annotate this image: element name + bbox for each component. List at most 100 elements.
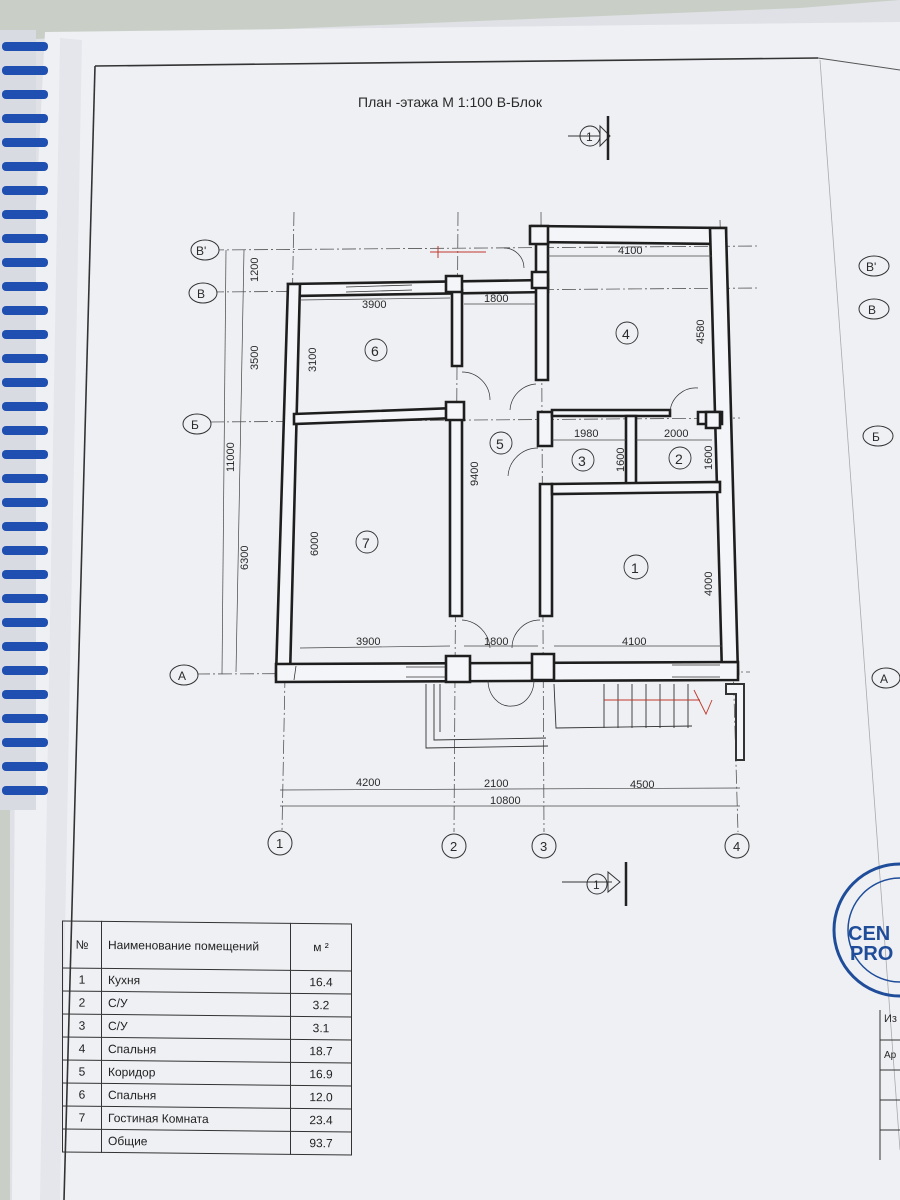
axis-bubbles-next-page: В' В Б А bbox=[858, 255, 900, 689]
room-markers: 1 2 3 4 5 6 7 bbox=[355, 321, 692, 580]
svg-text:А: А bbox=[178, 669, 186, 683]
svg-text:В: В bbox=[197, 287, 205, 301]
row-area: 23.4 bbox=[290, 1108, 352, 1133]
dim-4580: 4580 bbox=[695, 320, 707, 344]
room-schedule-table: № Наименование помещений м ² 1 Кухня 16.… bbox=[62, 920, 352, 1156]
svg-text:1: 1 bbox=[586, 130, 593, 144]
dim-2100: 2100 bbox=[484, 778, 508, 790]
svg-text:В': В' bbox=[196, 244, 206, 258]
dim-1600-left: 1600 bbox=[615, 448, 627, 472]
row-room-name: Общие bbox=[101, 1129, 291, 1155]
dim-2000: 2000 bbox=[664, 428, 688, 440]
table-row: 2 С/У 3.2 bbox=[62, 990, 352, 1018]
row-area: 16.4 bbox=[290, 970, 352, 995]
drawing-title: План -этажа М 1:100 В-Блок bbox=[358, 94, 543, 110]
company-stamp: CEN PRO bbox=[832, 862, 900, 998]
windows bbox=[293, 284, 720, 681]
row-room-name: Кухня bbox=[101, 968, 291, 994]
axis-bubble-4: 4 bbox=[724, 833, 750, 859]
walls bbox=[274, 224, 740, 684]
section-mark-top: 1 bbox=[568, 116, 611, 160]
room-number-3: 3 bbox=[578, 453, 586, 469]
table-total-row: Общие 93.7 bbox=[62, 1128, 352, 1156]
room-number-7: 7 bbox=[362, 535, 370, 551]
door-swings bbox=[461, 247, 699, 707]
section-mark-bottom: 1 bbox=[562, 862, 628, 906]
dim-11000: 11000 bbox=[225, 442, 237, 472]
room-number-6: 6 bbox=[371, 343, 379, 359]
row-area: 3.1 bbox=[290, 1016, 352, 1041]
title-block-fragment bbox=[879, 1010, 900, 1160]
header-room-name: Наименование помещений bbox=[101, 921, 291, 971]
dim-10800: 10800 bbox=[490, 795, 521, 807]
spiral-binder bbox=[0, 30, 48, 810]
row-room-name: Спальня bbox=[101, 1037, 291, 1063]
table-header-row: № Наименование помещений м ² bbox=[62, 920, 352, 972]
stamp-text-2: PRO bbox=[850, 943, 893, 965]
svg-text:1: 1 bbox=[276, 836, 283, 851]
dim-6300: 6300 bbox=[239, 546, 251, 570]
room-number-4: 4 bbox=[622, 326, 630, 342]
row-room-name: Спальня bbox=[101, 1083, 291, 1109]
row-number: 3 bbox=[62, 1013, 102, 1038]
room-number-2: 2 bbox=[675, 451, 683, 467]
porch-stairs bbox=[425, 683, 745, 761]
dim-4000: 4000 bbox=[703, 572, 715, 596]
svg-text:4: 4 bbox=[733, 839, 740, 854]
row-number: 7 bbox=[62, 1105, 102, 1130]
axis-bubble-v-prime: В' bbox=[190, 239, 220, 261]
row-area: 3.2 bbox=[290, 993, 352, 1018]
row-room-name: С/У bbox=[101, 991, 291, 1017]
dim-3900-bottom: 3900 bbox=[356, 636, 380, 648]
svg-text:В': В' bbox=[866, 260, 876, 274]
dim-1800-top: 1800 bbox=[484, 293, 508, 305]
row-number: 5 bbox=[62, 1059, 102, 1084]
dim-1980: 1980 bbox=[574, 428, 598, 440]
row-number: 6 bbox=[62, 1082, 102, 1107]
dim-3500: 3500 bbox=[249, 346, 261, 370]
fragment-text-a: Из bbox=[884, 1013, 897, 1025]
dim-4100-top: 4100 bbox=[618, 245, 642, 257]
header-number: № bbox=[62, 920, 102, 969]
table-row: 1 Кухня 16.4 bbox=[62, 967, 352, 995]
svg-text:3: 3 bbox=[540, 839, 547, 854]
dim-4500: 4500 bbox=[630, 779, 654, 791]
row-area: 93.7 bbox=[290, 1131, 352, 1156]
svg-text:Б: Б bbox=[872, 430, 880, 444]
header-area: м ² bbox=[290, 923, 352, 972]
axis-bubble-b: Б bbox=[182, 413, 212, 435]
table-row: 5 Коридор 16.9 bbox=[62, 1059, 352, 1087]
row-area: 12.0 bbox=[290, 1085, 352, 1110]
table-row: 4 Спальня 18.7 bbox=[62, 1036, 352, 1064]
stamp-text-1: CEN bbox=[848, 923, 890, 945]
dim-3900-top: 3900 bbox=[362, 299, 386, 311]
row-area: 16.9 bbox=[290, 1062, 352, 1087]
row-number: 1 bbox=[62, 967, 102, 992]
row-number: 2 bbox=[62, 990, 102, 1015]
row-room-name: С/У bbox=[101, 1014, 291, 1040]
room-number-5: 5 bbox=[496, 436, 504, 452]
room-number-1: 1 bbox=[631, 560, 639, 576]
table-row: 6 Спальня 12.0 bbox=[62, 1082, 352, 1110]
dim-3100: 3100 bbox=[307, 348, 319, 372]
svg-text:2: 2 bbox=[450, 839, 457, 854]
dimension-lines bbox=[221, 249, 741, 807]
dim-4100-bottom: 4100 bbox=[622, 636, 646, 648]
axis-bubble-1: 1 bbox=[267, 830, 293, 856]
table-row: 7 Гостиная Комната 23.4 bbox=[62, 1105, 352, 1133]
axis-bubble-v: В bbox=[188, 282, 218, 304]
axis-bubble-3: 3 bbox=[531, 833, 557, 859]
svg-text:Б: Б bbox=[191, 418, 199, 432]
dim-1800-bottom: 1800 bbox=[484, 636, 508, 648]
frame-left bbox=[63, 65, 96, 1200]
axis-bubble-a: А bbox=[169, 664, 199, 686]
row-room-name: Гостиная Комната bbox=[101, 1106, 291, 1132]
frame-top bbox=[94, 57, 819, 67]
dim-1600-right: 1600 bbox=[703, 446, 715, 470]
fragment-text-b: Ар bbox=[884, 1050, 897, 1061]
row-area: 18.7 bbox=[290, 1039, 352, 1064]
row-number bbox=[62, 1128, 102, 1153]
dim-1200: 1200 bbox=[249, 258, 261, 282]
row-room-name: Коридор bbox=[101, 1060, 291, 1086]
